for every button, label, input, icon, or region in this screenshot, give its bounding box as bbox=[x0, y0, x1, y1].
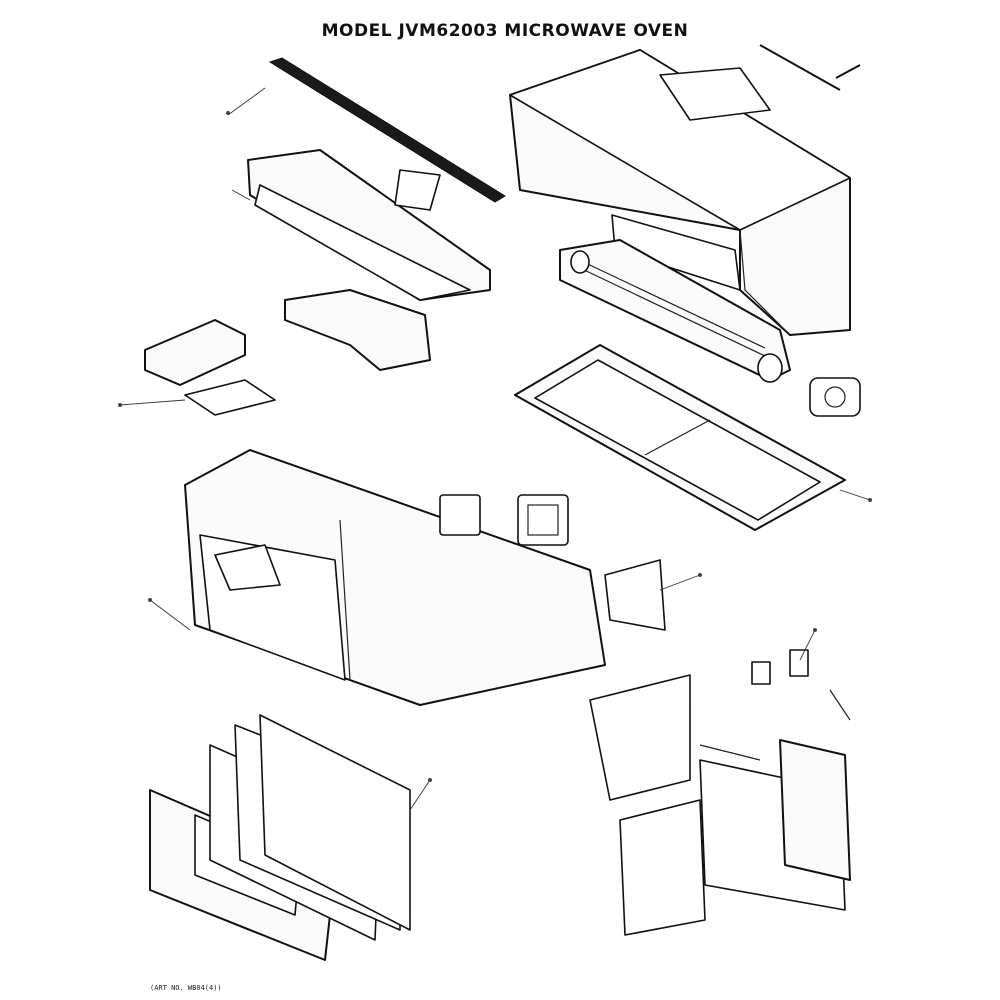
fan-assembly bbox=[559, 239, 791, 383]
mounting-bracket bbox=[144, 319, 276, 416]
art-number-note: (ART NO. WB04(4)) bbox=[150, 984, 222, 992]
oven-cavity bbox=[184, 449, 606, 706]
diagram-title: MODEL JVM62003 MICROWAVE OVEN bbox=[322, 21, 689, 41]
bottom-plate bbox=[514, 344, 846, 531]
transformer bbox=[439, 494, 481, 536]
air-duct-cover bbox=[284, 289, 431, 371]
door-assembly bbox=[149, 714, 411, 961]
vent-grille-strip bbox=[227, 57, 506, 203]
control-panel bbox=[619, 739, 851, 936]
control-chassis bbox=[247, 149, 491, 301]
capacitor-bracket bbox=[604, 559, 666, 631]
interlock-switches bbox=[751, 649, 851, 721]
callout-leaders bbox=[118, 111, 872, 811]
motor bbox=[809, 377, 861, 417]
top-rail bbox=[759, 44, 861, 91]
outer-case bbox=[509, 49, 851, 336]
waveguide-plate bbox=[589, 674, 691, 801]
magnetron bbox=[517, 494, 569, 546]
